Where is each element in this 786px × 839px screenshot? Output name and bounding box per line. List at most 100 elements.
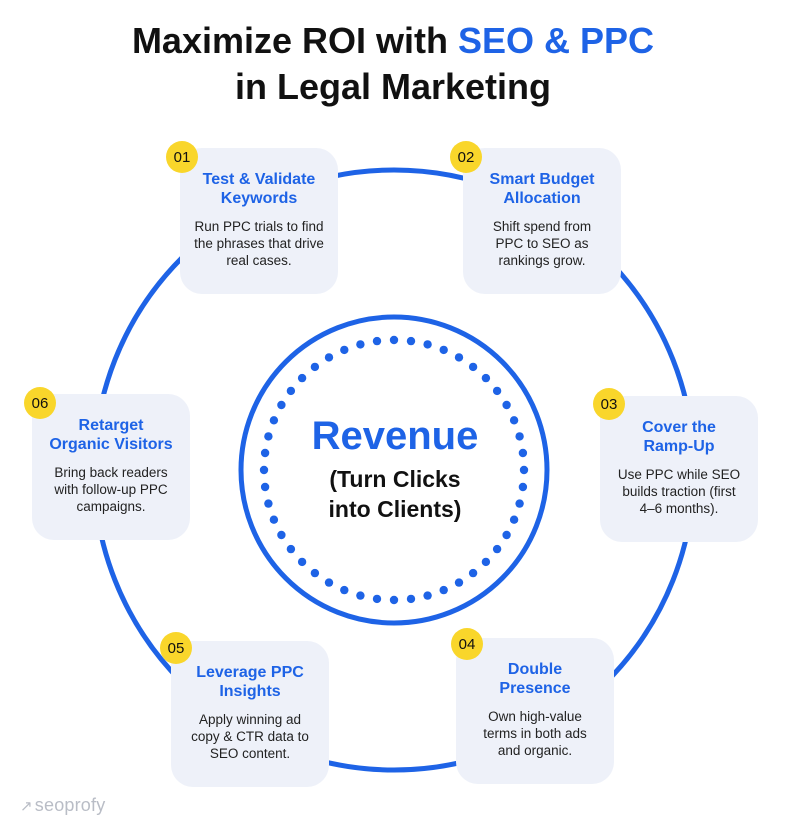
ring-dot [260, 482, 270, 492]
step-badge-06: 06 [24, 387, 56, 419]
step-desc-line-3: campaigns. [76, 499, 146, 514]
step-badge-05: 05 [160, 632, 192, 664]
page-title: Maximize ROI with SEO & PPC in Legal Mar… [0, 18, 786, 110]
ring-dot [310, 362, 320, 372]
step-desc-line-3: 4–6 months). [639, 501, 719, 516]
step-desc-line-2: terms in both ads [483, 726, 587, 741]
ring-dot [406, 594, 416, 604]
step-card-04: Double Presence Own high-value terms in … [456, 638, 614, 784]
step-desc-line-1: Own high-value [488, 709, 582, 724]
center-subtitle-line-2: into Clients) [328, 496, 462, 522]
step-desc-line-1: Shift spend from [492, 219, 592, 234]
ring-dot [264, 499, 273, 508]
ring-dot [389, 335, 399, 345]
ring-dot [406, 336, 416, 346]
ring-dot [340, 585, 349, 595]
ring-dot [518, 482, 528, 492]
ring-dot [515, 499, 524, 508]
ring-dot [454, 353, 464, 362]
step-title-line-1: Retarget [78, 417, 144, 434]
ring-dot [286, 386, 296, 396]
step-desc-line-2: with follow-up PPC [54, 482, 168, 497]
step-title-line-2: Insights [219, 683, 281, 700]
ring-dot [310, 568, 320, 578]
step-description: Run PPC trials to find the phrases that … [190, 218, 328, 269]
ring-dot [515, 432, 524, 441]
center-outer-ring [238, 314, 550, 626]
step-desc-line-1: Apply winning ad [198, 712, 302, 727]
step-badge-01: 01 [166, 141, 198, 173]
step-card-02: Smart Budget Allocation Shift spend from… [463, 148, 621, 294]
ring-dot [297, 557, 307, 567]
arrow-up-right-icon: ↗ [20, 798, 33, 815]
step-desc-line-2: copy & CTR data to [191, 729, 309, 744]
center-title: Revenue [311, 414, 479, 458]
step-card-06: Retarget Organic Visitors Bring back rea… [32, 394, 190, 540]
step-title-line-1: Test & Validate [202, 171, 316, 188]
step-title-line-1: Leverage PPC [196, 664, 304, 681]
title-prefix: Maximize ROI with [131, 20, 458, 61]
step-description: Apply winning ad copy & CTR data to SEO … [181, 711, 319, 762]
ring-dot [269, 416, 279, 425]
title-accent: SEO & PPC [458, 20, 655, 61]
step-desc-line-3: and organic. [497, 743, 573, 758]
brand-name: seoprofy [34, 795, 106, 815]
ring-dot [439, 345, 448, 355]
ring-dot [423, 591, 432, 600]
ring-dot [519, 465, 529, 475]
ring-dot [277, 530, 286, 540]
ring-dot [502, 530, 511, 540]
ring-dot [502, 400, 511, 410]
step-title-line-1: Double [507, 661, 563, 678]
step-description: Bring back readers with follow-up PPC ca… [42, 464, 180, 515]
ring-dot [454, 578, 464, 587]
step-title-line-2: Ramp-Up [643, 438, 715, 455]
step-desc-line-2: builds traction (first [622, 484, 736, 499]
step-desc-line-3: SEO content. [209, 746, 291, 761]
step-desc-line-2: the phrases that drive [194, 236, 324, 251]
ring-dot [481, 557, 491, 567]
step-title-line-2: Keywords [220, 190, 298, 207]
step-title-line-2: Presence [499, 680, 571, 697]
step-desc-line-1: Use PPC while SEO [617, 467, 741, 482]
ring-dot [468, 568, 478, 578]
step-card-01: Test & Validate Keywords Run PPC trials … [180, 148, 338, 294]
step-description: Own high-value terms in both ads and org… [466, 708, 604, 759]
center-subtitle-line-1: (Turn Clicks [329, 466, 461, 492]
ring-dot [277, 400, 286, 410]
center-label: Revenue (Turn Clicks into Clients) [250, 412, 540, 524]
ring-dot [372, 594, 382, 604]
ring-dot [423, 340, 432, 349]
step-description: Shift spend from PPC to SEO as rankings … [473, 218, 611, 269]
ring-dot [481, 373, 491, 383]
step-desc-line-3: rankings grow. [498, 253, 586, 268]
step-desc-line-1: Bring back readers [54, 465, 168, 480]
step-badge-02: 02 [450, 141, 482, 173]
ring-dot [259, 465, 269, 475]
ring-dot [492, 544, 502, 554]
ring-dot [286, 544, 296, 554]
step-desc-line-3: real cases. [226, 253, 292, 268]
ring-dot [389, 595, 399, 605]
ring-dot [372, 336, 382, 346]
ring-dot [324, 353, 334, 362]
ring-dot [356, 340, 365, 349]
ring-dot [509, 416, 519, 425]
title-line-1: Maximize ROI with SEO & PPC [0, 18, 786, 64]
title-line-2: in Legal Marketing [234, 66, 552, 107]
brand-logo: ↗seoprofy [20, 795, 105, 816]
step-title-line-1: Smart Budget [489, 171, 595, 188]
ring-dot [260, 448, 270, 458]
ring-dot [518, 448, 528, 458]
step-badge-03: 03 [593, 388, 625, 420]
step-title-line-2: Organic Visitors [49, 436, 173, 453]
step-title-line-1: Cover the [642, 419, 716, 436]
ring-dot [264, 432, 273, 441]
step-card-05: Leverage PPC Insights Apply winning ad c… [171, 641, 329, 787]
step-desc-line-1: Run PPC trials to find [194, 219, 324, 234]
ring-dot [468, 362, 478, 372]
ring-dot [324, 578, 334, 587]
ring-dot [439, 585, 448, 595]
ring-dot [509, 515, 519, 524]
